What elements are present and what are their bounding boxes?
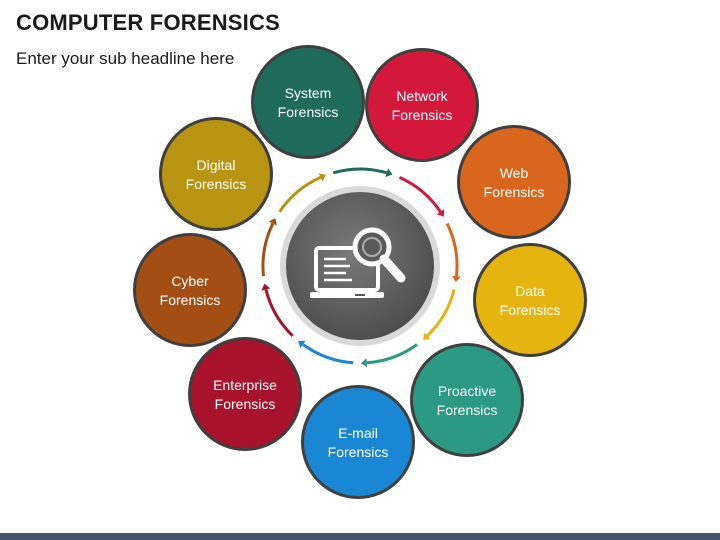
node-label-line2: Forensics	[160, 292, 221, 308]
node-label-line2: Forensics	[484, 184, 545, 200]
node-label-line2: Forensics	[392, 107, 453, 123]
cycle-arc	[302, 343, 354, 365]
cycle-arrowhead	[423, 332, 431, 340]
page-subtitle: Enter your sub headline here	[16, 49, 235, 68]
cycle-arrowhead	[436, 209, 445, 217]
cycle-arc	[426, 289, 456, 337]
cycle-arc	[445, 222, 459, 277]
cycle-arc	[264, 289, 294, 337]
node-label-line1: Network	[396, 88, 448, 104]
node-circle	[162, 120, 270, 228]
node-circle	[476, 246, 584, 354]
bottom-accent-bar	[0, 533, 720, 540]
node-label-line2: Forensics	[186, 176, 247, 192]
cycle-arrowhead	[452, 275, 461, 283]
cycle-arc	[366, 343, 418, 365]
center-hub	[280, 186, 440, 346]
node-label-line2: Forensics	[328, 444, 389, 460]
node-label-line2: Forensics	[278, 104, 339, 120]
node-circle	[191, 340, 299, 448]
node-label-line1: Data	[515, 283, 545, 299]
node-circle	[136, 236, 244, 344]
cycle-arrowhead	[360, 358, 368, 368]
node-circle	[254, 48, 362, 156]
node-circle	[368, 51, 476, 159]
cycle-arc	[398, 176, 442, 213]
cycle-arrowhead	[318, 173, 326, 182]
node-label-line2: Forensics	[215, 396, 276, 412]
cycle-arrowhead	[268, 218, 277, 226]
cycle-arrowhead	[261, 283, 271, 291]
node-circle	[413, 346, 521, 454]
node-label-line1: Digital	[197, 157, 236, 173]
node-label-line1: Web	[500, 165, 529, 181]
cycle-arrowhead	[385, 168, 393, 178]
node-label-line1: Cyber	[171, 273, 209, 289]
cycle-arc	[278, 176, 322, 213]
node-circle	[304, 388, 412, 496]
node-label-line1: Enterprise	[213, 377, 277, 393]
node-label-line2: Forensics	[500, 302, 561, 318]
node-label-line2: Forensics	[437, 402, 498, 418]
node-label-line1: System	[285, 85, 332, 101]
node-label-line1: E-mail	[338, 425, 378, 441]
node-circle	[460, 128, 568, 236]
node-label-line1: Proactive	[438, 383, 497, 399]
cycle-arrowhead	[298, 340, 306, 349]
cycle-arrows	[261, 167, 461, 368]
laptop-with-magnifier-icon	[310, 227, 406, 298]
cycle-arc	[332, 167, 388, 175]
page-title: COMPUTER FORENSICS	[16, 10, 280, 35]
cycle-arc	[261, 222, 275, 277]
